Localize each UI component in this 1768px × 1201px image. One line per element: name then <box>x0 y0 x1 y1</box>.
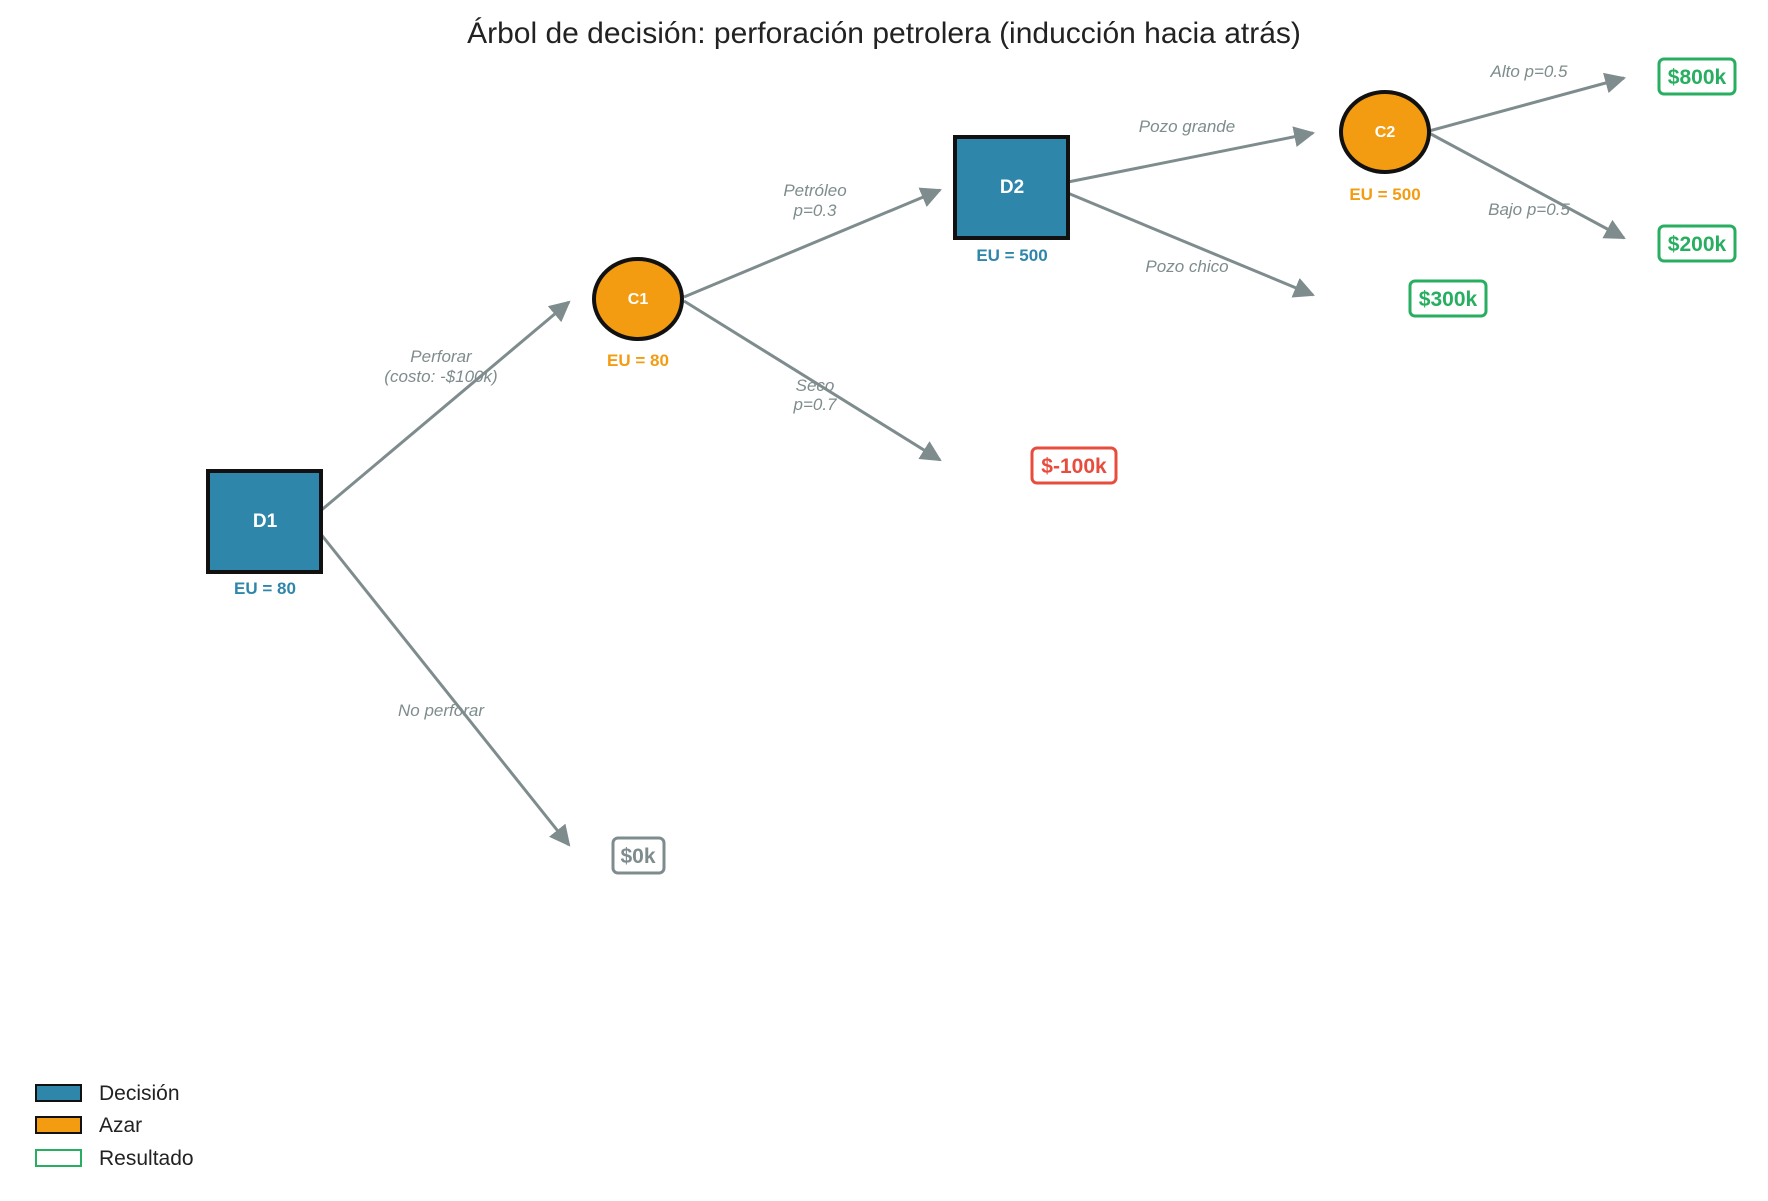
decision-node-d1: D1 EU = 80 <box>206 469 323 598</box>
outcome-value-300k: $300k <box>1419 288 1478 311</box>
node-label-c2: C2 <box>1375 124 1396 141</box>
edge-label-pozo-grande: Pozo grande <box>1139 117 1235 136</box>
edge-alto <box>1428 72 1627 133</box>
edge-perforar <box>311 300 571 520</box>
outcome-neg-100k: $-100k <box>1030 446 1118 485</box>
eu-label-d1: EU = 80 <box>234 579 296 598</box>
chance-node-c2: C2 EU = 500 <box>1339 90 1431 204</box>
legend-swatch-chance <box>35 1116 82 1134</box>
edge-seco <box>683 299 942 462</box>
outcome-800k: $800k <box>1657 57 1737 96</box>
legend-label-decision: Decisión <box>99 1082 180 1105</box>
edge-no-perforar <box>310 522 571 847</box>
edge-pozo-grande <box>1057 126 1316 186</box>
eu-label-c1: EU = 80 <box>607 351 669 370</box>
decision-square-d2 <box>953 135 1070 240</box>
outcome-value-800k: $800k <box>1668 66 1727 89</box>
eu-label-c2: EU = 500 <box>1349 185 1420 204</box>
outcome-200k: $200k <box>1657 224 1737 263</box>
decision-square-d1 <box>206 469 323 574</box>
legend-swatch-decision <box>35 1084 82 1102</box>
edge-label-alto: Alto p=0.5 <box>1489 62 1568 81</box>
outcome-box-neg-100k <box>1030 446 1118 485</box>
edge-label-seco-prob: p=0.7 <box>792 395 837 414</box>
edge-label-bajo: Bajo p=0.5 <box>1488 200 1570 219</box>
outcome-value-0k: $0k <box>620 845 655 868</box>
edge-label-seco: Seco <box>796 376 835 395</box>
edge-label-pozo-chico: Pozo chico <box>1145 257 1228 276</box>
edge-label-no-perforar: No perforar <box>398 701 485 720</box>
edge-labels: Perforar (costo: -$100k) No perforar Pet… <box>384 62 1570 720</box>
chance-circle-c2 <box>1339 90 1431 174</box>
edge-label-perforar: Perforar <box>410 347 473 366</box>
diagram-title: Árbol de decisión: perforación petrolera… <box>467 17 1301 50</box>
outcome-box-200k <box>1657 224 1737 263</box>
node-label-d2: D2 <box>1000 177 1024 198</box>
outcome-box-800k <box>1657 57 1737 96</box>
node-label-d1: D1 <box>253 511 278 532</box>
edge-label-petroleo-prob: p=0.3 <box>792 201 837 220</box>
outcome-0k: $0k <box>611 836 666 875</box>
edge-label-petroleo: Petróleo <box>783 181 846 200</box>
outcome-box-300k <box>1408 279 1488 318</box>
edge-petroleo <box>683 187 942 299</box>
legend-swatch-result <box>35 1149 82 1167</box>
node-label-c1: C1 <box>628 291 649 308</box>
outcome-box-0k <box>611 836 666 875</box>
legend: Decisión Azar Resultado <box>35 1082 194 1170</box>
chance-circle-c1 <box>592 257 684 341</box>
edge-label-perforar-cost: (costo: -$100k) <box>384 367 497 386</box>
chance-node-c1: C1 EU = 80 <box>592 257 684 370</box>
outcome-300k: $300k <box>1408 279 1488 318</box>
edges <box>310 72 1627 847</box>
decision-node-d2: D2 EU = 500 <box>953 135 1070 265</box>
outcome-value-200k: $200k <box>1668 233 1727 256</box>
legend-label-result: Resultado <box>99 1147 194 1170</box>
legend-label-chance: Azar <box>99 1114 142 1137</box>
edge-bajo <box>1428 131 1626 240</box>
edge-pozo-chico <box>1057 187 1315 298</box>
eu-label-d2: EU = 500 <box>976 246 1047 265</box>
outcome-value-neg-100k: $-100k <box>1041 455 1107 478</box>
